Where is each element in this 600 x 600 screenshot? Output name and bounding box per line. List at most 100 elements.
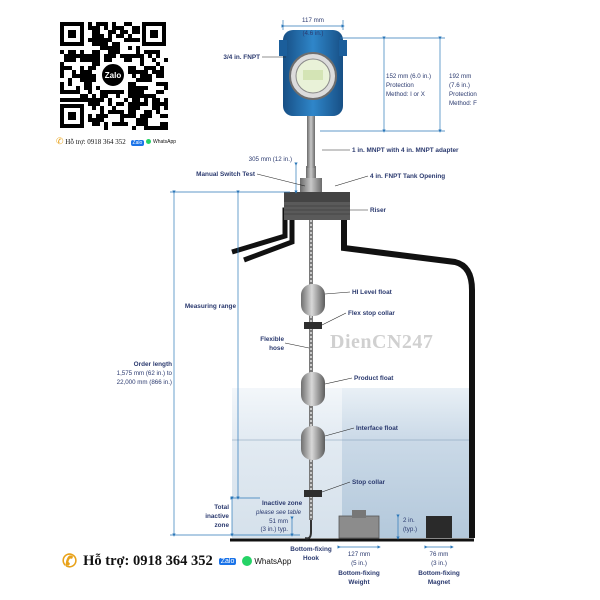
qr-module [112,42,116,46]
qr-module [68,90,72,94]
label-2in-1: 2 in. [403,517,415,524]
qr-module [60,74,64,78]
support-phone-large[interactable]: Hỗ trợ: 0918 364 352 [83,552,213,569]
label-dim51-2: (3 in.) typ. [260,526,288,533]
label-hi-float: HI Level float [352,289,393,296]
qr-module [76,74,80,78]
whatsapp-chip-small[interactable]: WhatsApp [146,139,176,145]
qr-module [152,102,156,106]
qr-module [148,126,152,130]
qr-module [64,58,68,62]
qr-module [96,22,100,26]
qr-module [156,82,160,86]
qr-module [64,66,68,70]
qr-module [100,94,104,98]
qr-module [112,90,116,94]
qr-module [72,58,76,62]
qr-module [92,50,96,54]
qr-module [128,86,132,90]
flange [284,192,350,202]
whatsapp-chip-large[interactable]: WhatsApp [242,556,291,566]
qr-module [132,126,136,130]
qr-module [116,46,120,50]
qr-module [140,86,144,90]
label-order-length-1: Order length [134,361,172,368]
qr-module [132,74,136,78]
qr-module [100,38,104,42]
qr-module [136,118,140,122]
qr-module [128,106,132,110]
qr-module [128,34,132,38]
qr-module [136,102,140,106]
qr-module [92,26,96,30]
qr-module [100,118,104,122]
qr-module [120,30,124,34]
riser-body [284,202,350,220]
label-inactive-note: please see table [255,509,302,516]
leader-hi-float [324,291,351,295]
label-dim152-2: Protection [386,82,414,89]
qr-module [80,94,84,98]
qr-module [144,122,148,126]
qr-module [112,22,116,26]
qr-module [68,78,72,82]
qr-module [80,58,84,62]
qr-module [156,74,160,78]
qr-module [160,122,164,126]
qr-module [132,94,136,98]
qr-module [144,50,148,54]
zalo-chip-large[interactable]: Zalo [218,557,237,565]
qr-module [152,126,156,130]
qr-module [84,94,88,98]
qr-module [140,102,144,106]
zalo-qr-code[interactable]: Zalo [58,20,168,130]
qr-module [132,70,136,74]
qr-module [104,90,108,94]
label-order-length-2: 1,575 mm (62 in.) to [117,370,173,377]
label-dim-305: 305 mm (12 in.) [249,156,292,163]
qr-module [108,110,112,114]
qr-module [160,90,164,94]
qr-module [136,98,140,102]
qr-module [164,58,168,62]
label-dim192-2: (7.6 in.) [449,82,470,89]
qr-module [96,30,100,34]
support-phone-small[interactable]: Hỗ trợ: 0918 364 352 [65,138,126,146]
qr-module [152,66,156,70]
qr-code-graphic: Zalo [60,22,168,130]
qr-module [96,54,100,58]
qr-module [76,90,80,94]
qr-module [92,118,96,122]
qr-module [136,90,140,94]
qr-module [140,94,144,98]
qr-module [100,110,104,114]
zalo-chip-small[interactable]: Zalo [130,140,145,146]
qr-module [84,58,88,62]
qr-module [112,30,116,34]
qr-module [148,66,152,70]
qr-module [160,66,164,70]
qr-module [120,110,124,114]
qr-module [112,122,116,126]
qr-module [100,46,104,50]
qr-module [128,22,132,26]
qr-module [92,74,96,78]
qr-module [140,122,144,126]
qr-module [92,78,96,82]
qr-module [128,46,132,50]
qr-module [160,82,164,86]
qr-module [128,70,132,74]
qr-module [68,50,72,54]
qr-module [132,38,136,42]
qr-module [80,54,84,58]
qr-module [92,102,96,106]
qr-module [60,50,64,54]
qr-module [96,62,100,66]
qr-module [120,114,124,118]
qr-module [128,82,132,86]
qr-module [76,98,80,102]
qr-module [148,94,152,98]
qr-module [136,50,140,54]
qr-module [104,54,108,58]
qr-module [104,38,108,42]
